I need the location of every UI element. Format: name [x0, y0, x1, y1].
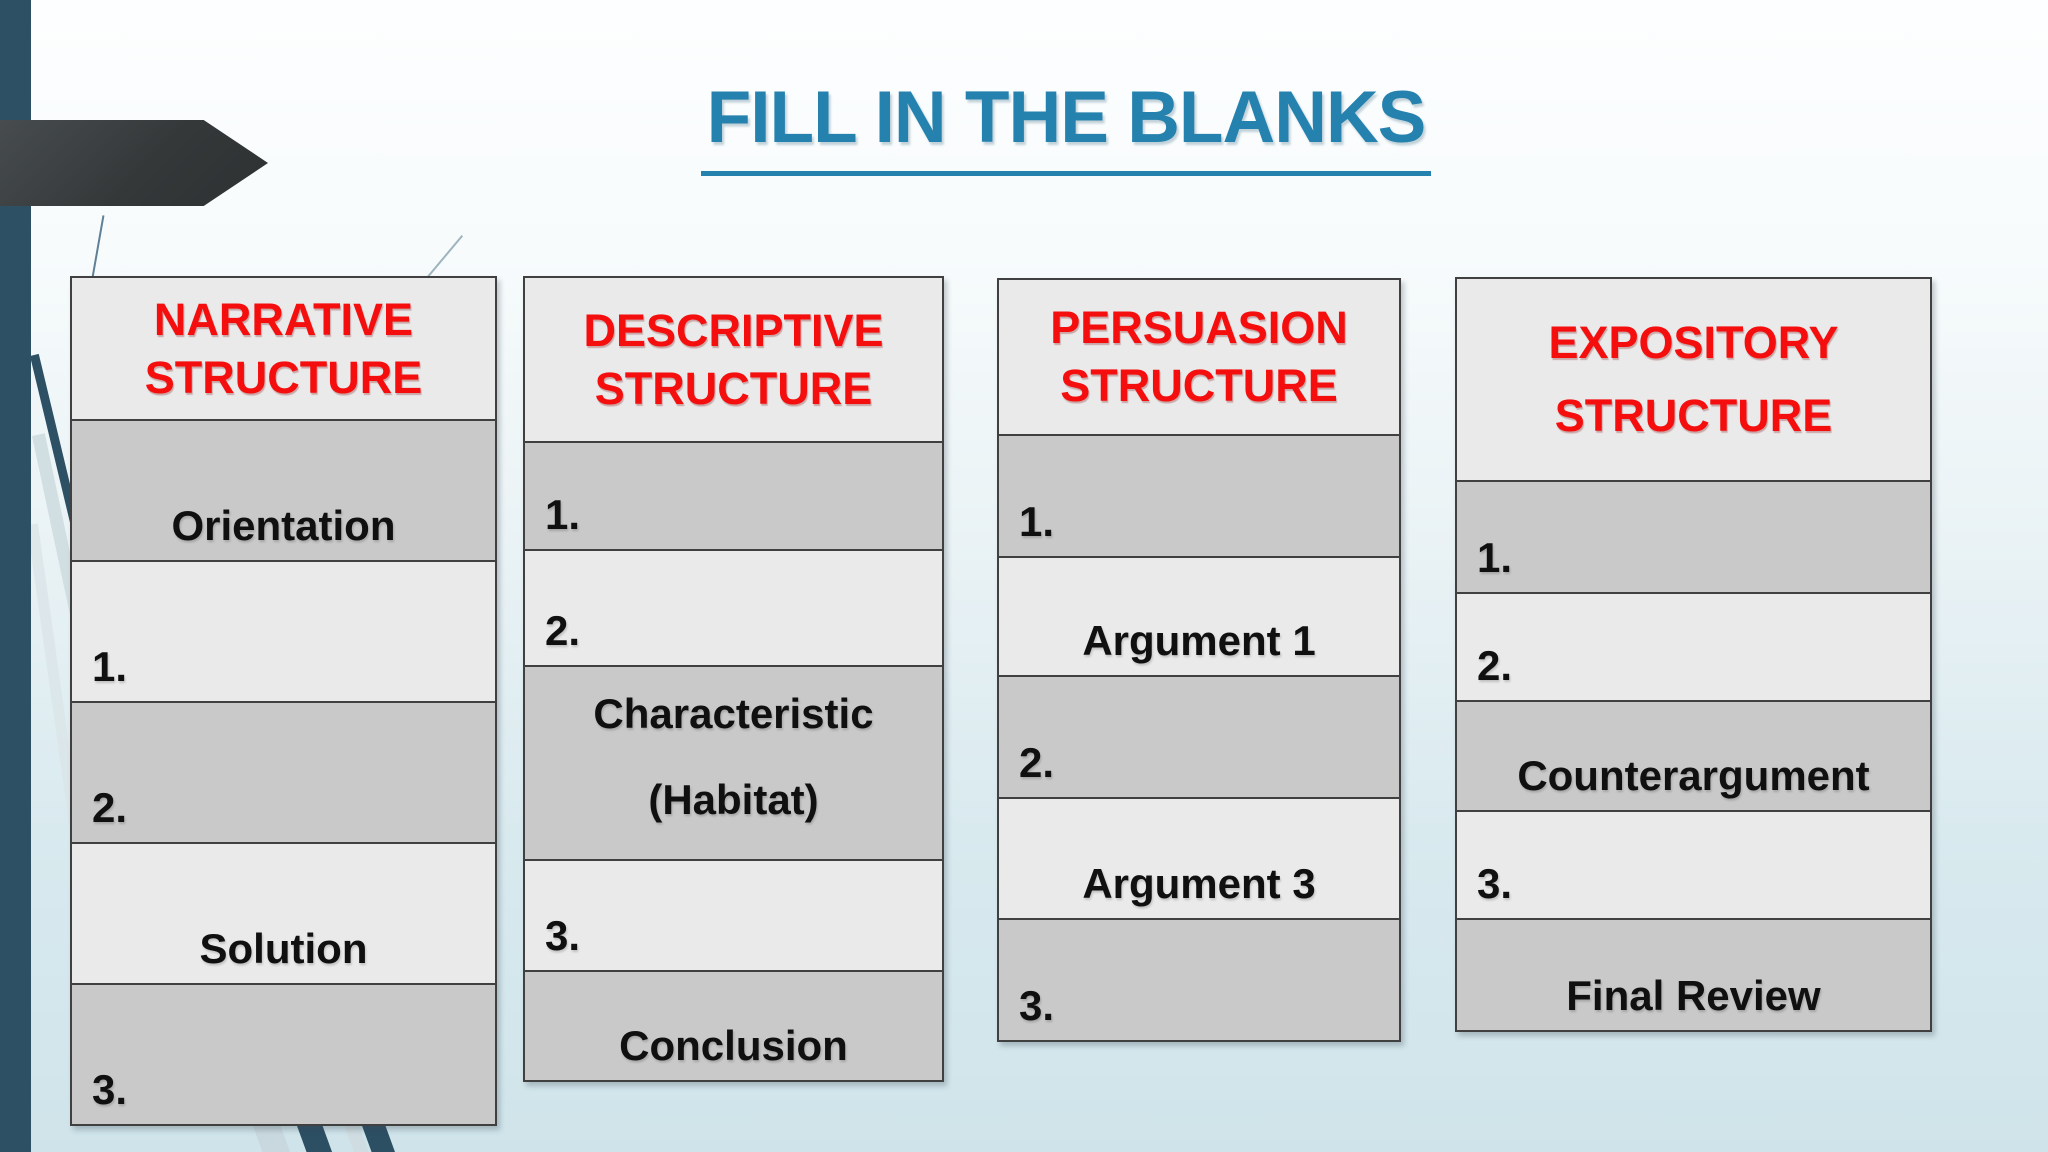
cell-narrative-solution: Solution [72, 842, 495, 983]
table-persuasion-structure: PERSUASION STRUCTURE 1. Argument 1 2. Ar… [997, 278, 1401, 1042]
cell-narrative-blank-3: 3. [72, 983, 495, 1124]
table-descriptive-structure: DESCRIPTIVE STRUCTURE 1. 2. Characterist… [523, 276, 944, 1082]
page-title: FILL IN THE BLANKS [700, 76, 1432, 176]
cell-descriptive-blank-2: 2. [525, 549, 942, 665]
diagonal-hairline-left [91, 215, 105, 278]
descriptive-header: DESCRIPTIVE STRUCTURE [525, 278, 942, 441]
cell-expository-counterargument: Counterargument [1457, 700, 1930, 810]
cell-persuasion-blank-2: 2. [999, 675, 1399, 797]
cell-persuasion-argument-1: Argument 1 [999, 556, 1399, 675]
cell-expository-blank-2: 2. [1457, 592, 1930, 700]
table-narrative-structure: NARRATIVE STRUCTURE Orientation 1. 2. So… [70, 276, 497, 1126]
arrow-banner-shape [0, 120, 268, 206]
expository-header: EXPOSITORY STRUCTURE [1457, 279, 1930, 480]
cell-expository-final-review: Final Review [1457, 918, 1930, 1030]
table-expository-structure: EXPOSITORY STRUCTURE 1. 2. Counterargume… [1455, 277, 1932, 1032]
cell-expository-blank-3: 3. [1457, 810, 1930, 918]
persuasion-header: PERSUASION STRUCTURE [999, 280, 1399, 434]
cell-descriptive-characteristic: Characteristic (Habitat) [525, 665, 942, 859]
cell-descriptive-conclusion: Conclusion [525, 970, 942, 1080]
title-area: FILL IN THE BLANKS [84, 76, 2048, 176]
narrative-header: NARRATIVE STRUCTURE [72, 278, 495, 419]
cell-expository-blank-1: 1. [1457, 480, 1930, 592]
cell-descriptive-blank-3: 3. [525, 859, 942, 970]
cell-persuasion-argument-3: Argument 3 [999, 797, 1399, 918]
cell-narrative-orientation: Orientation [72, 419, 495, 560]
cell-persuasion-blank-1: 1. [999, 434, 1399, 556]
cell-narrative-blank-1: 1. [72, 560, 495, 701]
cell-descriptive-blank-1: 1. [525, 441, 942, 549]
cell-persuasion-blank-3: 3. [999, 918, 1399, 1040]
cell-narrative-blank-2: 2. [72, 701, 495, 842]
diagonal-hairline-right [424, 235, 464, 280]
